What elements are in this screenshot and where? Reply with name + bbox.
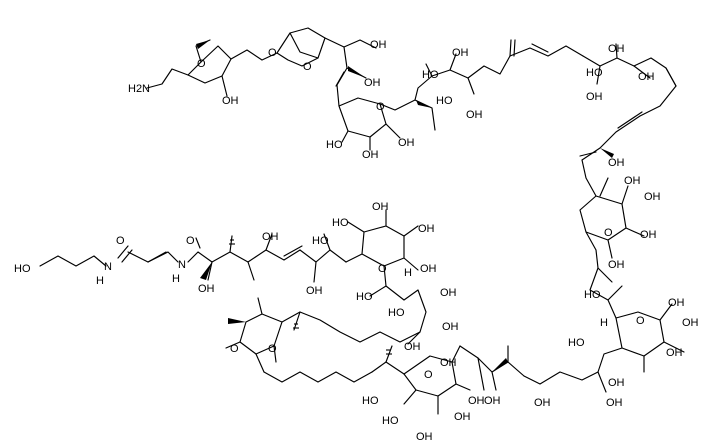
hydroxyl-label: OH [198, 283, 215, 295]
hydroxyl-label: OH [398, 137, 415, 149]
hydroxyl-label: OH [668, 297, 685, 309]
amide-hydrogen-label: H [172, 273, 180, 285]
hydroxyl-label: OH [606, 397, 623, 409]
hydroxyl-label: OH [362, 149, 379, 161]
hydroxyl-label: OH [372, 201, 389, 213]
hydroxyl-label: OH [586, 91, 603, 103]
hydroxyl-label: OH [638, 71, 655, 83]
carbonyl-oxygen-label: O [186, 235, 195, 247]
hydrogen-label: H [600, 317, 608, 329]
hydroxyl-label: HO [362, 395, 379, 407]
hydroxyl-label: OH [608, 43, 625, 55]
hydroxyl-label: HO [382, 415, 399, 427]
hydroxyl-label: HO [326, 139, 343, 151]
hydroxyl-label: OH [262, 231, 279, 243]
hydroxyl-label: OH [442, 321, 459, 333]
amine-label: H2N [128, 83, 150, 95]
hydroxyl-label: OH [640, 229, 657, 241]
ring-oxygen-label: O [268, 47, 277, 59]
hydroxyl-label: OH [644, 191, 661, 203]
hydroxyl-label: OH [608, 259, 625, 271]
hydroxyl-label: OH [624, 175, 641, 187]
hydroxyl-label: OH [452, 47, 469, 59]
ring-oxygen-label: O [303, 61, 312, 73]
hydroxyl-label: HO [568, 337, 585, 349]
ring-oxygen-label: O [378, 263, 387, 275]
hydroxyl-label: OH [418, 223, 435, 235]
amide-hydrogen-label: H [96, 275, 104, 287]
hydroxyl-label: OH [466, 109, 483, 121]
hydroxyl-label: OH [666, 347, 683, 359]
hydroxyl-label: OH [608, 157, 625, 169]
stereo-bonds [196, 40, 614, 372]
hydroxyl-label: HO [436, 95, 453, 107]
hydroxyl-label: OH [364, 77, 381, 89]
hydroxyl-label: HO [312, 235, 329, 247]
hydroxyl-label: OH [534, 397, 551, 409]
hydroxyl-label: OH [306, 285, 323, 297]
hydroxyl-label: OH [440, 357, 457, 369]
hydroxyl-label: OH [404, 341, 421, 353]
hydroxyl-label: HO [332, 217, 349, 229]
amide-nitrogen-label: N [104, 261, 112, 273]
hydroxyl-label: OH [484, 395, 501, 407]
hydroxyl-label: HO [356, 291, 373, 303]
ring-oxygen-label: O [268, 343, 277, 355]
hydroxyl-label: OH [608, 377, 625, 389]
hydroxyl-label: OH [416, 431, 433, 443]
hydroxyl-label: OH [454, 411, 471, 423]
hydroxyl-label: OH [370, 39, 387, 51]
hydroxyl-label: HO [586, 67, 603, 79]
hydroxyl-label: HO [388, 307, 405, 319]
amide-nitrogen-label: N [178, 259, 186, 271]
hydroxyl-label: OH [440, 287, 457, 299]
ring-oxygen-label: O [604, 227, 613, 239]
atom-labels: H2N OH O O O OH OH O HO OH OH HO OH HO O… [14, 39, 699, 443]
hydroxyl-label: OH [222, 95, 239, 107]
hydroxyl-label: HO [584, 289, 601, 301]
hydroxyl-label: OH [420, 263, 437, 275]
hydroxyl-label: OH [468, 395, 485, 407]
ring-oxygen-label: O [636, 315, 645, 327]
hydroxyl-label: HO [14, 263, 31, 275]
hydroxyl-label: OH [682, 317, 699, 329]
ring-oxygen-label: O [197, 58, 206, 70]
ring-oxygen-label: O [230, 343, 239, 355]
carbonyl-oxygen-label: O [116, 235, 125, 247]
hydroxyl-label: HO [422, 69, 439, 81]
ring-oxygen-label: O [376, 101, 385, 113]
ring-oxygen-label: O [424, 369, 433, 381]
hydrogen-label: H [404, 267, 412, 279]
